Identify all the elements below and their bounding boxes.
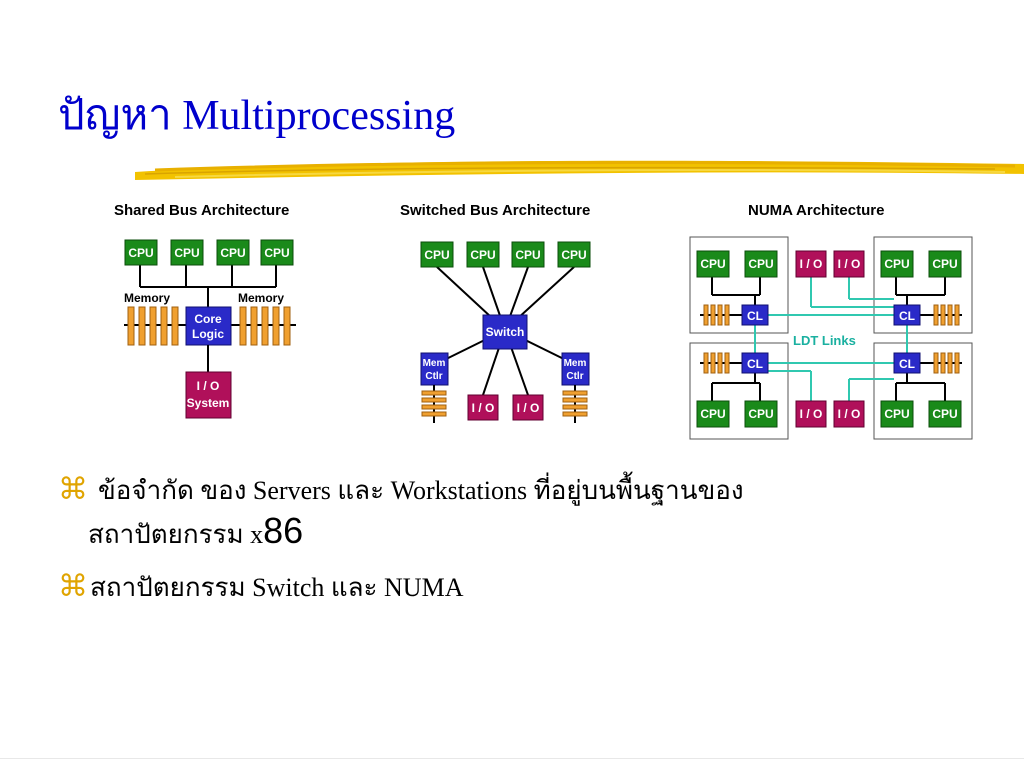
switched-bus-diagram: CPU CPU CPU CPU Switch Mem Ctlr Mem Ctlr… bbox=[420, 241, 591, 423]
svg-text:Mem: Mem bbox=[564, 358, 587, 369]
shared-bus-title: Shared Bus Architecture bbox=[114, 202, 289, 219]
io-system: I / O System bbox=[185, 371, 232, 419]
bullet-2-line1: สถาปัตยกรรม Switch และ NUMA bbox=[90, 573, 464, 602]
svg-text:CL: CL bbox=[899, 309, 915, 323]
shared-cpu-2: CPU bbox=[170, 239, 204, 266]
svg-text:Core: Core bbox=[194, 312, 222, 326]
numa-cl-tr: CL bbox=[893, 304, 921, 326]
switched-cpu-2: CPU bbox=[466, 241, 500, 268]
mem-ctlr-left: Mem Ctlr bbox=[420, 352, 449, 386]
svg-text:CPU: CPU bbox=[470, 248, 495, 262]
svg-text:CPU: CPU bbox=[424, 248, 449, 262]
svg-text:CPU: CPU bbox=[700, 407, 725, 421]
svg-text:I / O: I / O bbox=[472, 401, 495, 415]
numa-io-top-2: I / O bbox=[833, 250, 865, 278]
numa-io-top-1: I / O bbox=[795, 250, 827, 278]
svg-text:I / O: I / O bbox=[838, 257, 861, 271]
mem-ctlr-right: Mem Ctlr bbox=[561, 352, 590, 386]
svg-text:I / O: I / O bbox=[517, 401, 540, 415]
svg-text:CPU: CPU bbox=[220, 246, 245, 260]
svg-text:CPU: CPU bbox=[748, 257, 773, 271]
bullet-1-big-number: 86 bbox=[263, 510, 304, 551]
bullet-1-line2: สถาปัตยกรรม x bbox=[88, 520, 264, 549]
numa-io-bottom-1: I / O bbox=[795, 400, 827, 428]
numa-io-bottom-2: I / O bbox=[833, 400, 865, 428]
switched-cpu-1: CPU bbox=[420, 241, 454, 268]
core-logic: Core Logic bbox=[185, 306, 232, 346]
svg-text:I / O: I / O bbox=[800, 257, 823, 271]
switched-cpu-3: CPU bbox=[511, 241, 545, 268]
switched-io-2: I / O bbox=[512, 394, 544, 421]
command-bullet-icon: ⌘ bbox=[58, 569, 88, 604]
numa-memory-banks bbox=[703, 304, 960, 374]
svg-text:Ctlr: Ctlr bbox=[566, 371, 583, 382]
svg-text:CL: CL bbox=[899, 357, 915, 371]
svg-text:I / O: I / O bbox=[838, 407, 861, 421]
mem-stack-right bbox=[562, 385, 588, 423]
numa-cpu-br-1: CPU bbox=[880, 400, 914, 428]
svg-text:Ctlr: Ctlr bbox=[425, 371, 442, 382]
command-bullet-icon: ⌘ bbox=[58, 472, 88, 507]
numa-cpu-br-2: CPU bbox=[928, 400, 962, 428]
switched-cpu-4: CPU bbox=[557, 241, 591, 268]
shared-cpu-4: CPU bbox=[260, 239, 294, 266]
svg-text:CPU: CPU bbox=[128, 246, 153, 260]
architecture-diagram: Shared Bus Architecture CPU CPU CPU CPU … bbox=[114, 202, 973, 440]
numa-cpu-bl-2: CPU bbox=[744, 400, 778, 428]
svg-text:Logic: Logic bbox=[192, 327, 224, 341]
numa-cpu-tr-1: CPU bbox=[880, 250, 914, 278]
numa-cpu-tl-2: CPU bbox=[744, 250, 778, 278]
mem-stack-left bbox=[421, 385, 447, 423]
numa-cpu-tl-1: CPU bbox=[696, 250, 730, 278]
switched-io-1: I / O bbox=[467, 394, 499, 421]
numa-diagram: LDT Links CPU CPU CPU CPU CPU CPU CPU CP… bbox=[689, 236, 973, 440]
numa-cl-br: CL bbox=[893, 352, 921, 374]
svg-text:CL: CL bbox=[747, 309, 763, 323]
svg-text:CPU: CPU bbox=[264, 246, 289, 260]
numa-cl-tl: CL bbox=[741, 304, 769, 326]
numa-title: NUMA Architecture bbox=[748, 202, 884, 219]
footer-divider bbox=[0, 758, 1024, 759]
shared-cpu-1: CPU bbox=[124, 239, 158, 266]
svg-text:Switch: Switch bbox=[486, 325, 525, 339]
svg-text:CPU: CPU bbox=[748, 407, 773, 421]
slide-title: ปัญหา Multiprocessing bbox=[58, 93, 456, 139]
svg-text:CPU: CPU bbox=[932, 257, 957, 271]
bullet-1-line1: ข้อจำกัด ของ Servers และ Workstations ที… bbox=[98, 476, 744, 505]
svg-text:CL: CL bbox=[747, 357, 763, 371]
svg-text:I / O: I / O bbox=[197, 379, 220, 393]
svg-text:CPU: CPU bbox=[561, 248, 586, 262]
svg-text:CPU: CPU bbox=[932, 407, 957, 421]
switched-bus-title: Switched Bus Architecture bbox=[400, 202, 590, 219]
bullet-item-2: ⌘สถาปัตยกรรม Switch และ NUMA bbox=[58, 567, 958, 608]
memory-right-bank bbox=[239, 306, 291, 346]
svg-text:CPU: CPU bbox=[884, 257, 909, 271]
switch-box: Switch bbox=[482, 314, 528, 350]
numa-cpu-bl-1: CPU bbox=[696, 400, 730, 428]
svg-text:I / O: I / O bbox=[800, 407, 823, 421]
numa-cpu-tr-2: CPU bbox=[928, 250, 962, 278]
shared-cpu-3: CPU bbox=[216, 239, 250, 266]
bullet-list: ⌘ ข้อจำกัด ของ Servers และ Workstations ท… bbox=[58, 470, 958, 608]
svg-text:CPU: CPU bbox=[174, 246, 199, 260]
ldt-links-label: LDT Links bbox=[793, 333, 856, 348]
svg-text:CPU: CPU bbox=[700, 257, 725, 271]
memory-right-label: Memory bbox=[238, 291, 284, 305]
numa-cl-bl: CL bbox=[741, 352, 769, 374]
bullet-item-1: ⌘ ข้อจำกัด ของ Servers และ Workstations ท… bbox=[58, 470, 958, 555]
svg-text:Mem: Mem bbox=[423, 358, 446, 369]
svg-text:CPU: CPU bbox=[884, 407, 909, 421]
brush-stroke-decoration bbox=[135, 160, 1024, 180]
svg-text:System: System bbox=[187, 396, 230, 410]
memory-left-label: Memory bbox=[124, 291, 170, 305]
svg-text:CPU: CPU bbox=[515, 248, 540, 262]
shared-bus-diagram: CPU CPU CPU CPU Memory Memory Core Logic… bbox=[124, 239, 296, 419]
memory-left-bank bbox=[127, 306, 179, 346]
